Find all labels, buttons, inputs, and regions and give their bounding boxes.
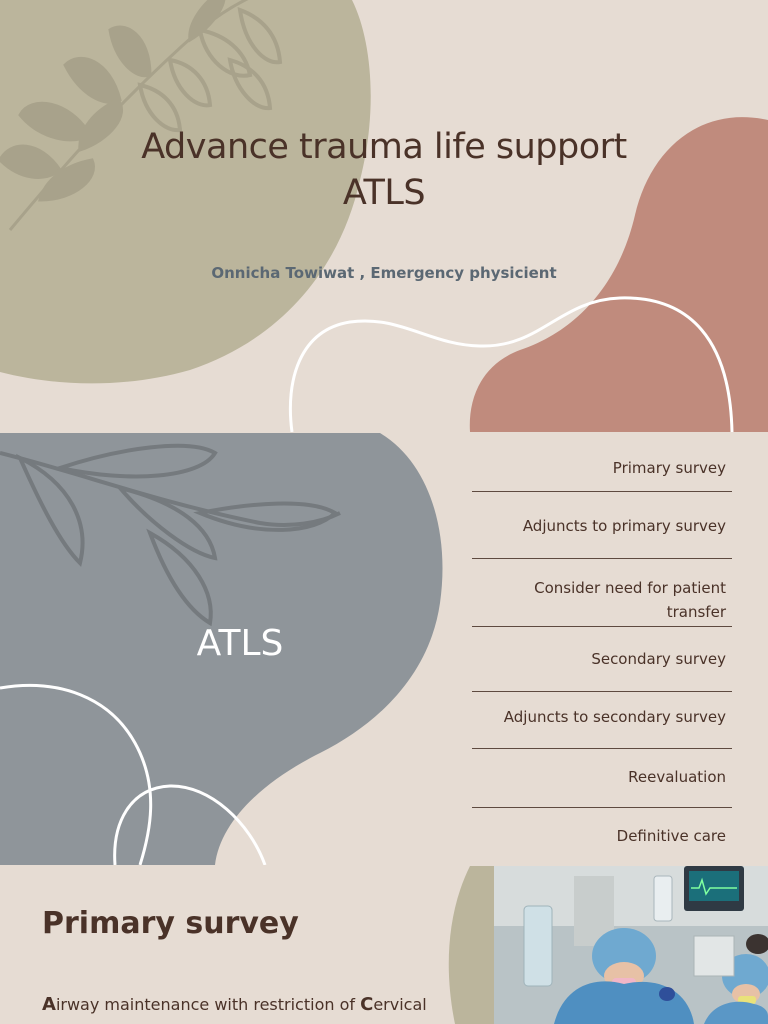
agenda-item-label: Consider need for patient bbox=[534, 579, 726, 597]
primary-survey-slide: Primary survey Airway maintenance with r… bbox=[0, 866, 768, 1024]
section-heading: Primary survey bbox=[42, 906, 299, 941]
decorative-wave-line bbox=[0, 683, 153, 865]
agenda-item: Consider need for patient transfer bbox=[472, 576, 732, 627]
leaf-branch-icon bbox=[0, 443, 341, 627]
agenda-slide: ATLS Primary survey Adjuncts to primary … bbox=[0, 433, 768, 865]
agenda-item: Secondary survey bbox=[472, 647, 732, 692]
grey-blob bbox=[0, 433, 443, 865]
body-text-part: ervical bbox=[373, 995, 427, 1014]
agenda-item-label: Adjuncts to secondary survey bbox=[503, 708, 726, 726]
agenda-item-label: Reevaluation bbox=[628, 768, 726, 786]
decorative-wave-line bbox=[288, 296, 734, 432]
agenda-slide-background bbox=[0, 433, 443, 865]
airway-initial: A bbox=[42, 994, 56, 1015]
agenda-list: Primary survey Adjuncts to primary surve… bbox=[472, 433, 732, 865]
agenda-item: Adjuncts to primary survey bbox=[472, 514, 732, 559]
decorative-wave-line bbox=[113, 784, 267, 865]
title-slide: Advance trauma life support ATLS Onnicha… bbox=[0, 0, 768, 432]
presenter-subtitle: Onnicha Towiwat , Emergency physicient bbox=[211, 264, 557, 282]
agenda-item-label: Adjuncts to primary survey bbox=[522, 517, 726, 535]
agenda-item-label: transfer bbox=[666, 603, 726, 621]
presentation-title: Advance trauma life support ATLS bbox=[0, 124, 768, 216]
agenda-item: Adjuncts to secondary survey bbox=[472, 705, 732, 749]
title-line-2: ATLS bbox=[342, 173, 426, 213]
trauma-team-photo-icon bbox=[494, 866, 768, 1024]
agenda-item: Primary survey bbox=[472, 456, 732, 492]
body-text: Airway maintenance with restriction of C… bbox=[42, 994, 427, 1015]
agenda-item-label: Primary survey bbox=[612, 459, 726, 477]
body-text-part: irway maintenance with restriction of bbox=[55, 995, 361, 1014]
leaf-branch-icon bbox=[0, 0, 283, 231]
rose-blob bbox=[469, 117, 768, 432]
agenda-item-label: Secondary survey bbox=[591, 650, 726, 668]
agenda-item: Reevaluation bbox=[472, 765, 732, 808]
title-slide-background bbox=[0, 0, 768, 432]
agenda-item: Definitive care bbox=[472, 824, 732, 854]
agenda-item-label: Definitive care bbox=[616, 827, 726, 845]
cervical-initial: C bbox=[360, 994, 374, 1015]
title-line-1: Advance trauma life support bbox=[141, 127, 627, 167]
section-heading: ATLS bbox=[196, 623, 284, 664]
